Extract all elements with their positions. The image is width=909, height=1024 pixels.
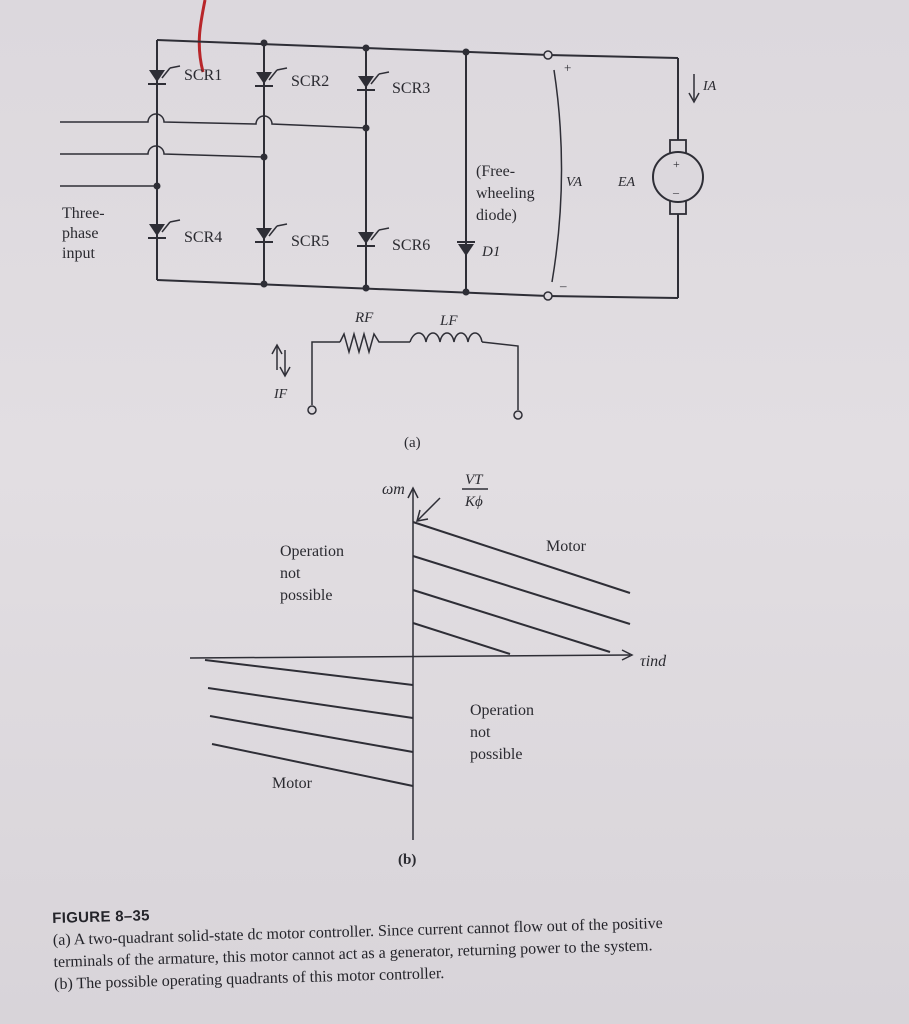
q3-line-1 (204, 659, 414, 686)
scr4-icon (148, 219, 181, 239)
intercept-denominator: Kϕ (464, 494, 483, 510)
diode-label: D1 (481, 244, 500, 260)
q1-motor-label: Motor (546, 538, 587, 555)
va-bracket (551, 69, 563, 283)
va-label: VA (566, 175, 583, 190)
if-label: IF (273, 387, 288, 402)
input-label-line3: input (62, 245, 95, 262)
part-a-label: (a) (404, 435, 421, 451)
freewheel-diode-icon (457, 241, 475, 256)
scr1-icon (148, 65, 181, 85)
intercept-numerator: VT (465, 472, 484, 488)
speed-axis-arrow-icon (407, 486, 419, 499)
q3-line-4 (211, 743, 414, 787)
torque-axis (189, 654, 631, 659)
q3-motor-label: Motor (272, 775, 313, 792)
q2-label-line1: Operation (280, 543, 344, 560)
rectifier-circuit: SCR1 SCR2 SCR3 SCR4 SCR5 SCR6 Three- pha… (60, 39, 717, 451)
terminal-positive (543, 50, 553, 60)
intercept-pointer (417, 497, 441, 521)
scr6-label: SCR6 (392, 237, 430, 254)
scr2-label: SCR2 (291, 73, 329, 90)
part-b-label: (b) (398, 852, 416, 868)
scr4-label: SCR4 (184, 229, 222, 246)
field-inductor-icon (409, 332, 483, 343)
q1-line-4 (412, 622, 511, 655)
q4-label-line1: Operation (470, 702, 534, 719)
input-label-line2: phase (62, 225, 98, 242)
armature-icon (652, 139, 704, 215)
lf-label: LF (439, 313, 458, 329)
q2-label-line2: not (280, 565, 301, 582)
torque-axis-arrow-icon (621, 649, 634, 661)
scr1-label: SCR1 (184, 67, 222, 84)
q3-line-3 (209, 715, 414, 753)
armature-current-arrow-icon (688, 74, 700, 104)
q3-line-2 (207, 687, 414, 719)
q2-label-line3: possible (280, 587, 332, 604)
freewheel-label-line1: (Free- (476, 163, 515, 180)
q1-line-2 (412, 555, 631, 625)
scr6-icon (357, 227, 390, 247)
scr3-icon (357, 71, 390, 91)
scr5-label: SCR5 (291, 233, 329, 250)
intercept-pointer-icon (415, 509, 429, 522)
y-axis-label: ωm (382, 481, 405, 498)
ea-plus: + (673, 157, 680, 171)
va-plus: + (564, 60, 571, 75)
q1-line-3 (412, 589, 611, 653)
input-label-line1: Three- (62, 205, 105, 222)
ea-minus: – (672, 185, 680, 199)
x-axis-label: τind (640, 653, 667, 670)
ia-label: IA (702, 79, 717, 94)
field-circuit (271, 331, 523, 420)
field-resistor-icon (339, 331, 410, 355)
quadrant-plot: ωm τind VT Kϕ Motor Motor Operation not … (189, 472, 667, 868)
rf-label: RF (354, 310, 374, 326)
scr2-icon (255, 67, 288, 87)
ea-label: EA (617, 175, 636, 190)
terminal-negative (543, 291, 553, 301)
pen-mark (197, 0, 207, 73)
q4-label-line2: not (470, 724, 491, 741)
freewheel-label-line3: diode) (476, 207, 517, 224)
q4-label-line3: possible (470, 746, 522, 763)
va-minus: – (559, 278, 567, 293)
scr3-label: SCR3 (392, 80, 430, 97)
q1-line-1 (412, 521, 631, 594)
freewheel-label-line2: wheeling (476, 185, 535, 202)
scr5-icon (255, 223, 288, 243)
